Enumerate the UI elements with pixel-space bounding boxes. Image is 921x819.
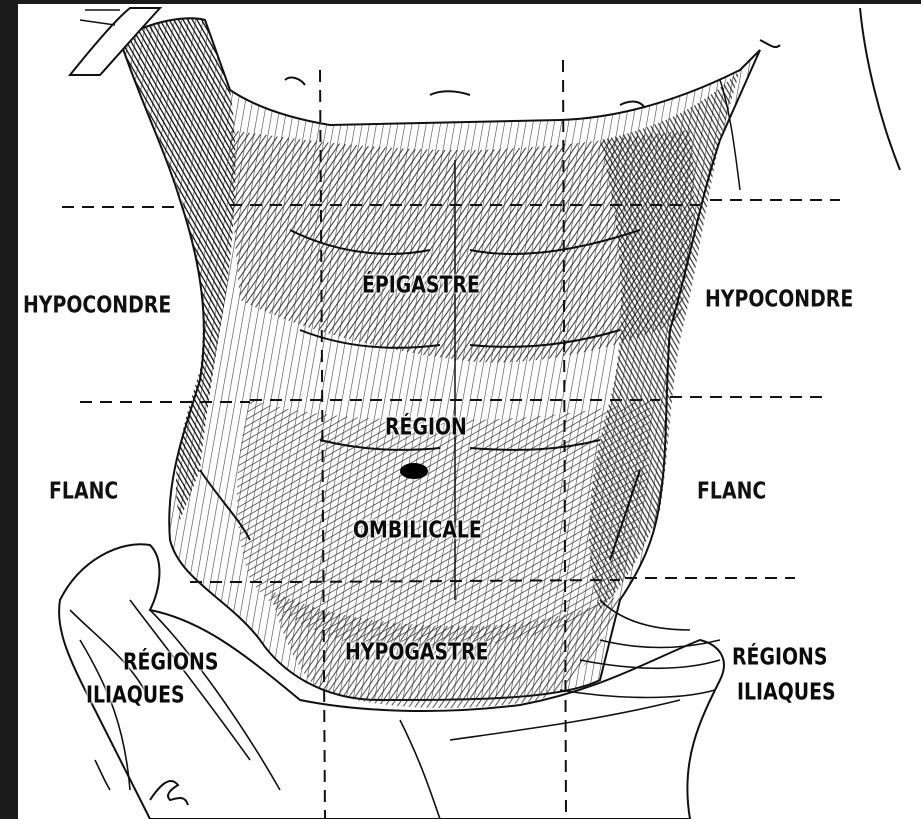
label-regions-left: RÉGIONS xyxy=(123,649,218,675)
label-regions-right: RÉGIONS xyxy=(732,644,827,670)
label-iliaques-right: ILIAQUES xyxy=(737,679,836,705)
label-hypocondre-right: HYPOCONDRE xyxy=(705,286,853,312)
label-iliaques-left: ILIAQUES xyxy=(86,682,185,708)
label-hypocondre-left: HYPOCONDRE xyxy=(23,292,171,318)
navel xyxy=(400,463,428,479)
label-hypogastre: HYPOGASTRE xyxy=(345,639,488,665)
label-region: RÉGION xyxy=(385,414,467,440)
label-epigastre: ÉPIGASTRE xyxy=(362,272,480,298)
label-ombilicale: OMBILICALE xyxy=(353,517,482,543)
label-flanc-left: FLANC xyxy=(49,478,118,504)
label-flanc-right: FLANC xyxy=(697,478,766,504)
